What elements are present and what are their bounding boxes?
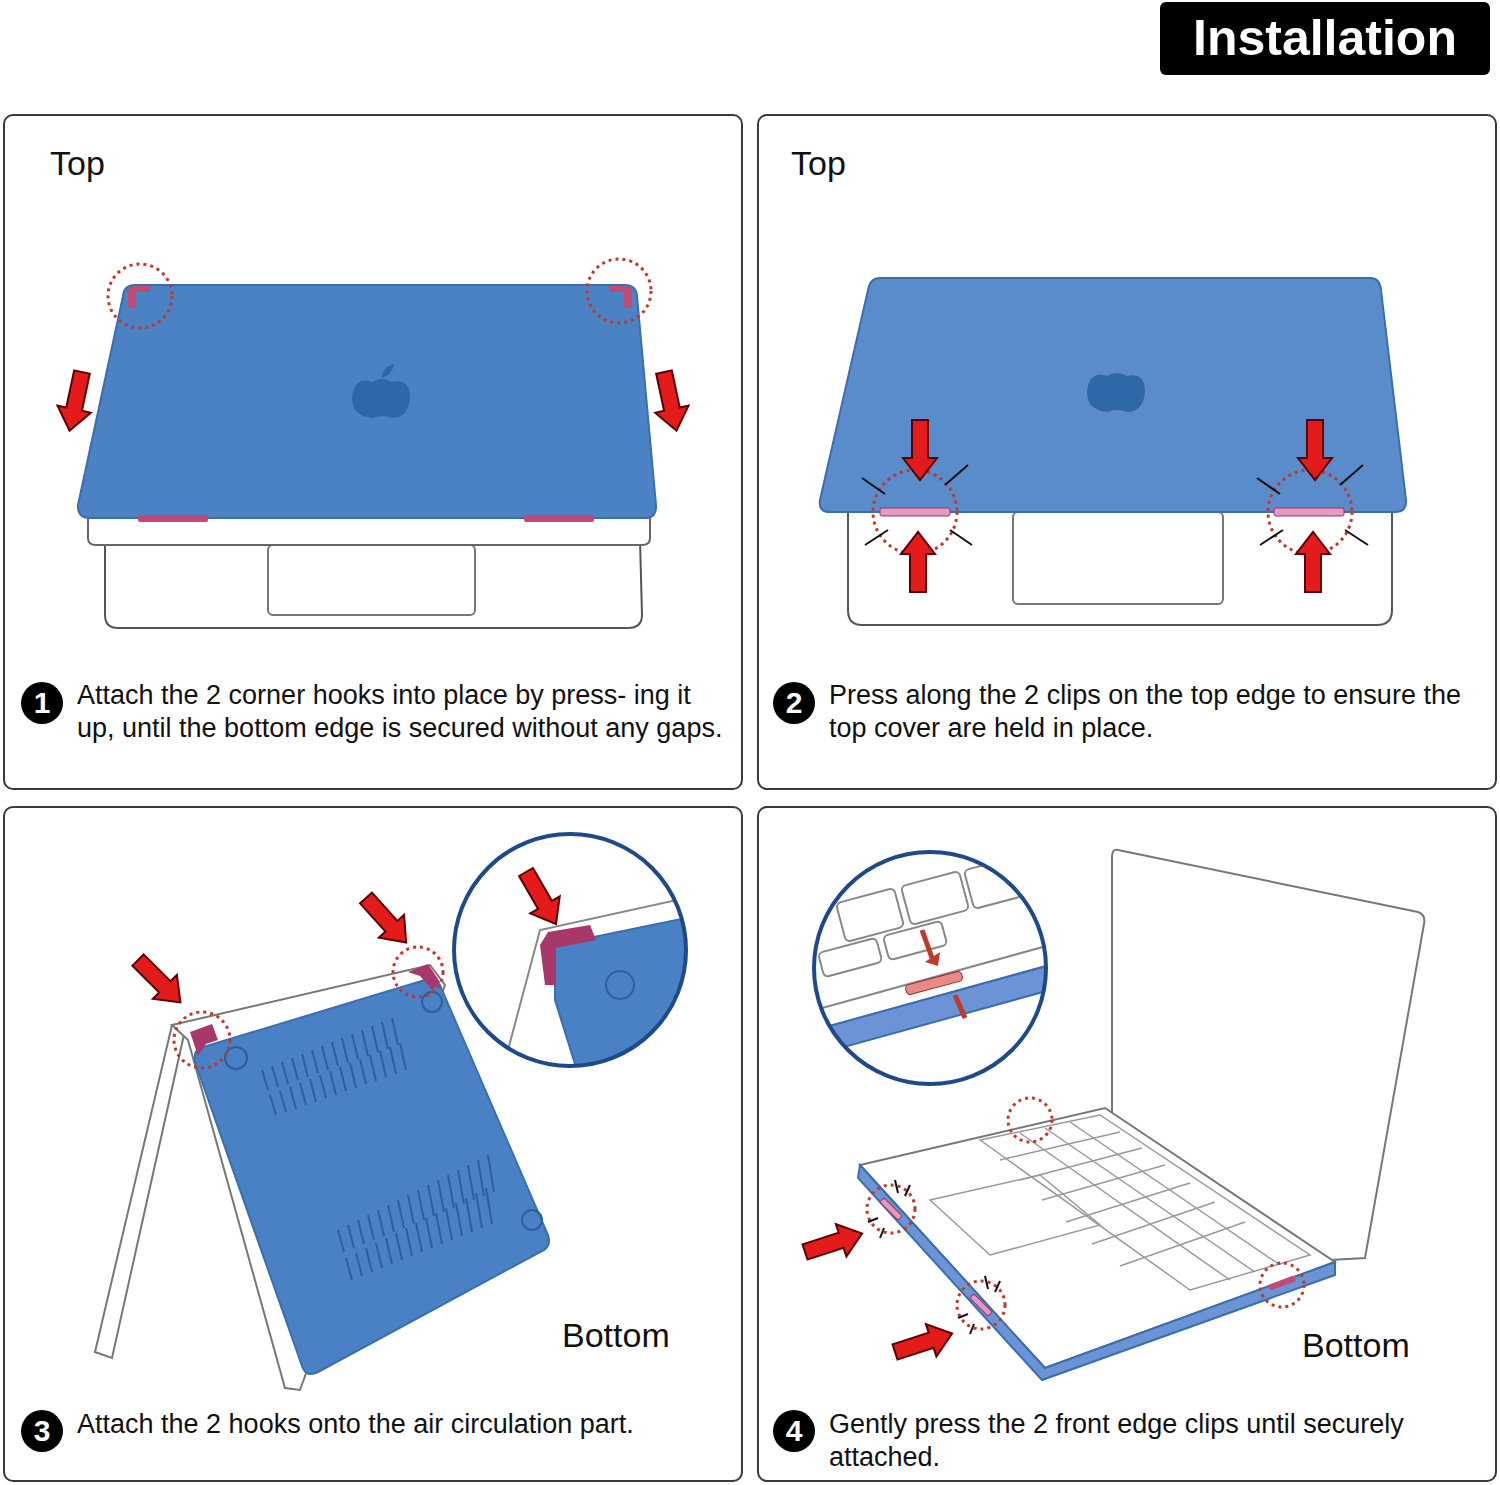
- view-label: Top: [50, 144, 105, 183]
- step-number-circle: 1: [21, 682, 63, 724]
- step-panel: TopAttach the 2 corner hooks into place …: [3, 114, 743, 790]
- instruction-text: Press along the 2 clips on the top edge …: [829, 679, 1479, 745]
- step-number-circle: 3: [21, 1410, 63, 1452]
- instruction-text: Gently press the 2 front edge clips unti…: [829, 1408, 1479, 1474]
- step-number-circle: 2: [773, 682, 815, 724]
- step-panel: BottomGently press the 2 front edge clip…: [757, 806, 1497, 1482]
- instruction-text: Attach the 2 corner hooks into place by …: [77, 679, 727, 745]
- step-panel: BottomAttach the 2 hooks onto the air ci…: [3, 806, 743, 1482]
- step-number: 2: [773, 682, 815, 724]
- view-label: Top: [791, 144, 846, 183]
- panel3-art: [95, 830, 700, 1390]
- title-text: Installation: [1160, 2, 1490, 75]
- title-box: Installation: [1160, 2, 1490, 75]
- panel4-art: [800, 850, 1425, 1380]
- step-number-circle: 4: [773, 1410, 815, 1452]
- step-number: 1: [21, 682, 63, 724]
- panel2-art: [820, 278, 1406, 625]
- view-label: Bottom: [562, 1316, 670, 1355]
- view-label: Bottom: [1302, 1326, 1410, 1365]
- instruction-text: Attach the 2 hooks onto the air circulat…: [77, 1408, 727, 1441]
- panel1-art: [53, 259, 693, 628]
- step-panel: TopPress along the 2 clips on the top ed…: [757, 114, 1497, 790]
- step-number: 3: [21, 1410, 63, 1452]
- step-number: 4: [773, 1410, 815, 1452]
